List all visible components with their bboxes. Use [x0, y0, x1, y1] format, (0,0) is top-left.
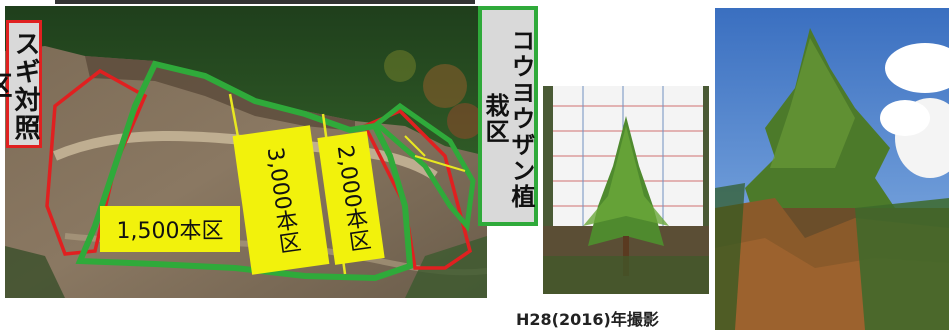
seedling-photo: [543, 86, 709, 294]
kouyouzan-plot-label: コウヨウザン植栽区: [478, 6, 538, 226]
grown-tree-photo: [715, 8, 949, 330]
seedling-photo-drawing: [543, 86, 709, 294]
plot-1500-label: 1,500本区: [100, 206, 240, 252]
grown-tree-photo-drawing: [715, 8, 949, 330]
sugi-control-label: スギ対照区: [0, 20, 42, 148]
aerial-photo: [5, 6, 487, 298]
photo-caption: H28(2016)年撮影: [516, 310, 659, 329]
aerial-photo-drawing: [5, 6, 487, 298]
top-edge-strip: [55, 0, 475, 4]
